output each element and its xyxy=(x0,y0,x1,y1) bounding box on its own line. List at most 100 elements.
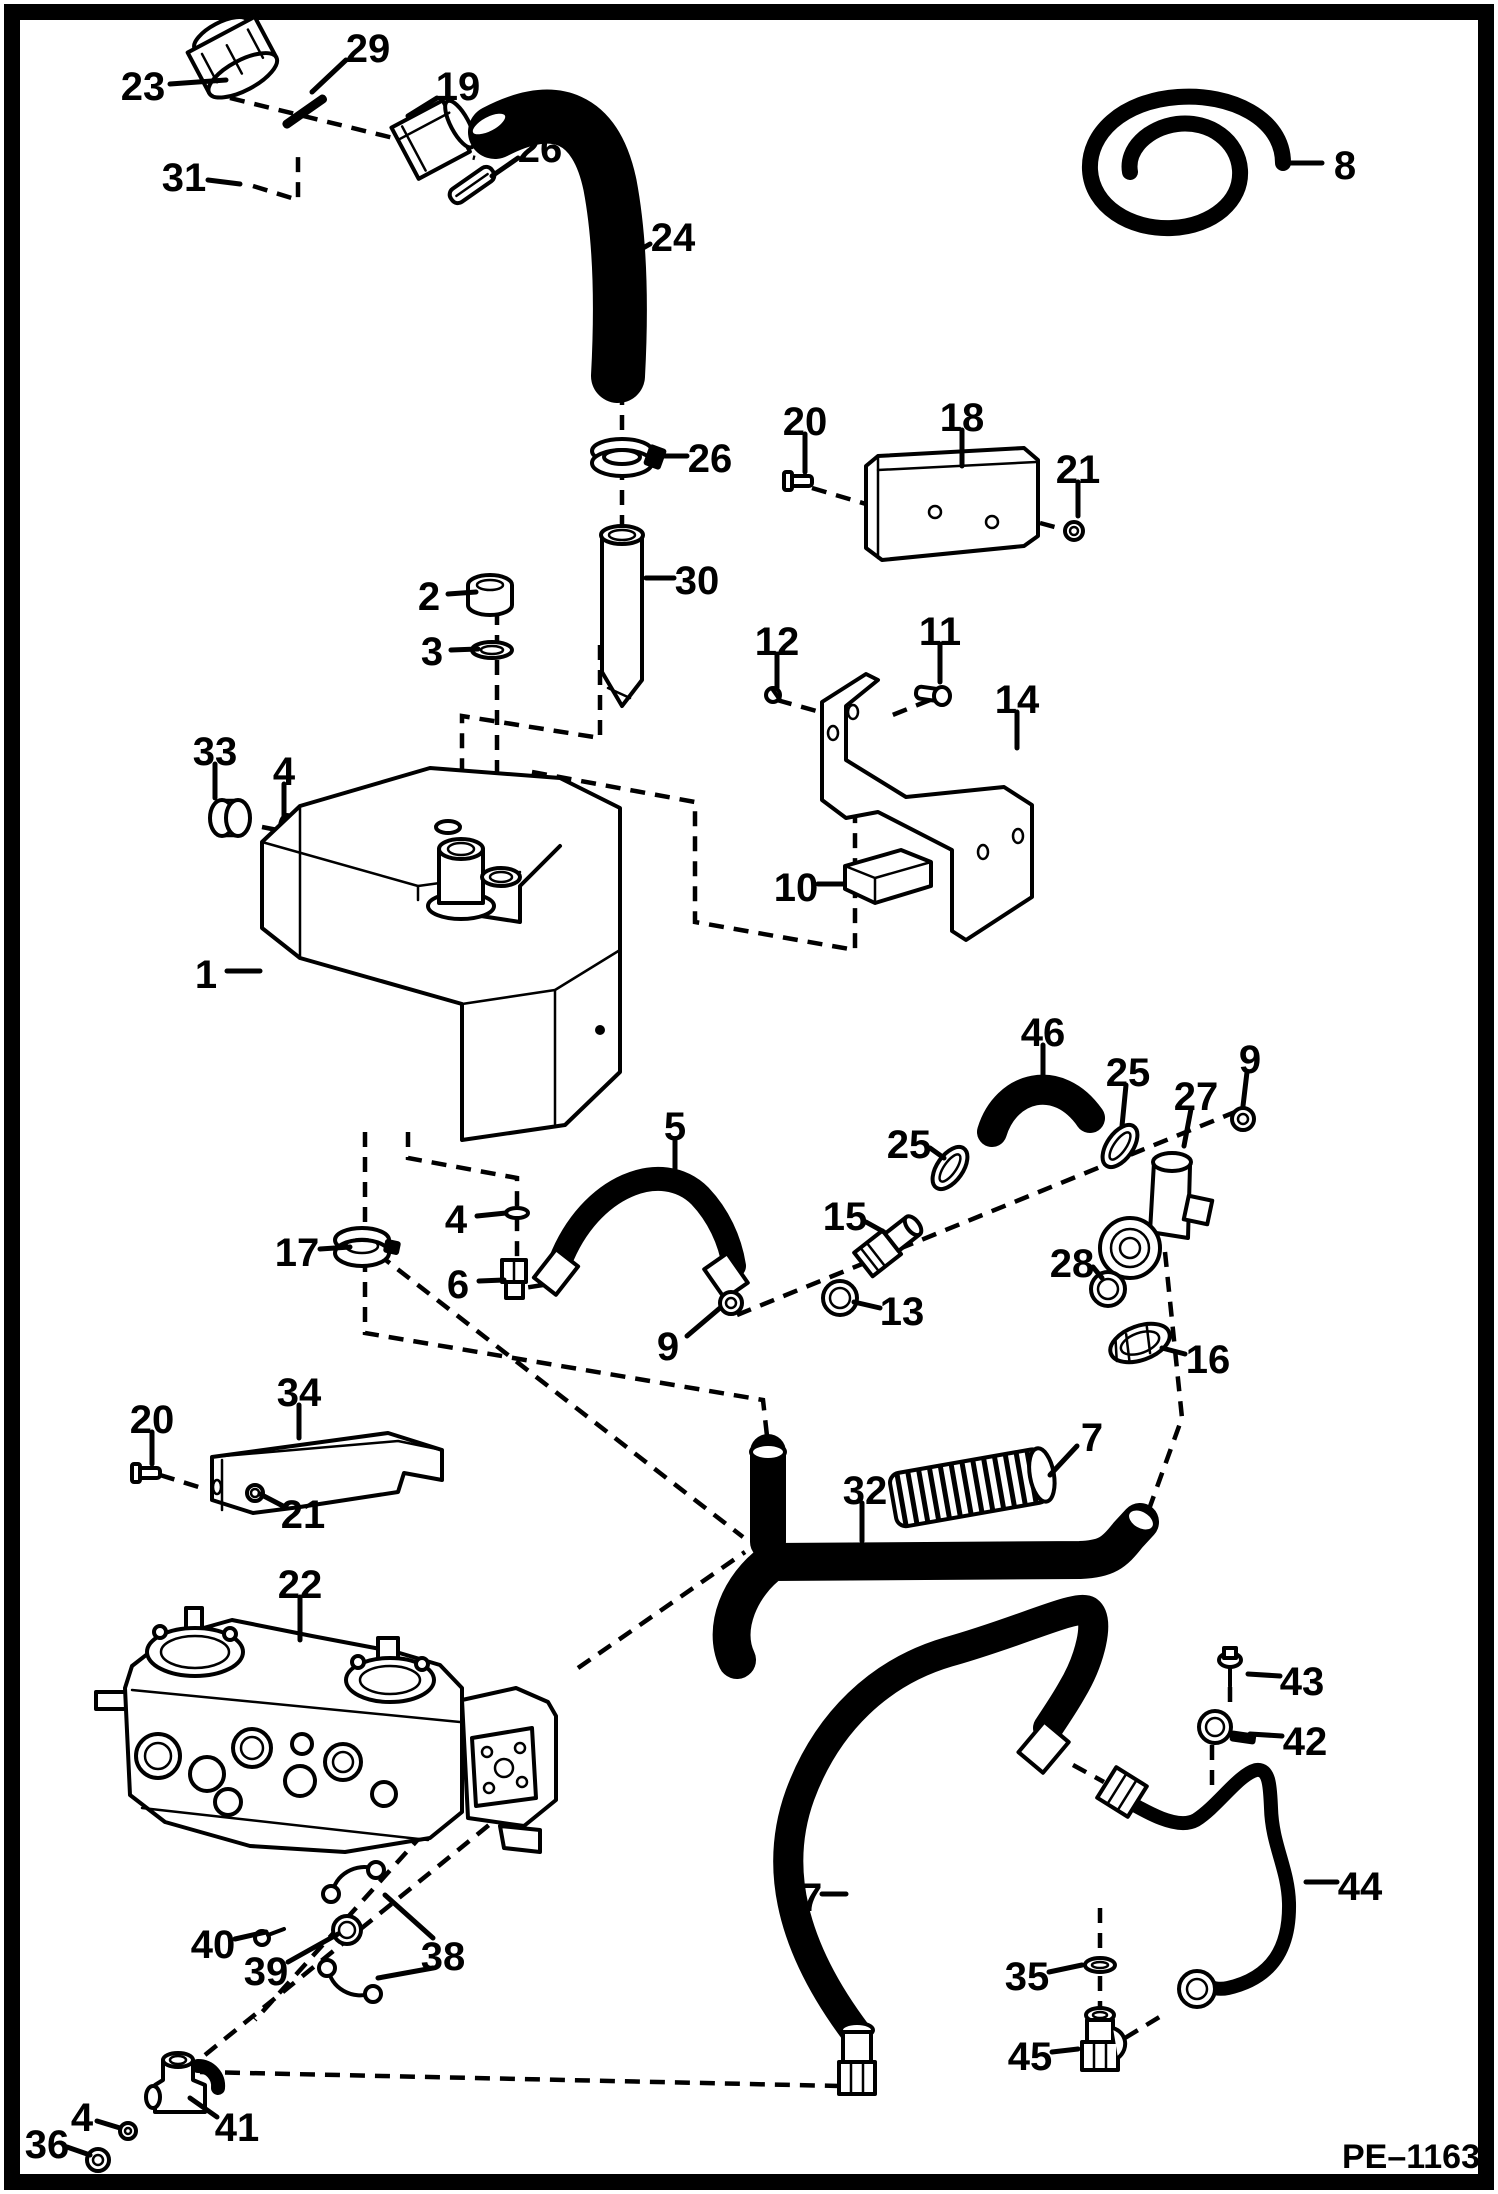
leader-line xyxy=(927,1145,947,1161)
part-label: 29 xyxy=(346,27,391,71)
part-44-tube xyxy=(1095,1763,1297,2009)
part-43-bolt xyxy=(1217,1646,1243,1688)
part-label: 5 xyxy=(664,1105,686,1149)
leader-line xyxy=(489,155,521,179)
leader-line xyxy=(476,1277,507,1284)
part-26-clamp-top xyxy=(447,164,497,206)
part-2-plug xyxy=(466,573,514,617)
part-15-fitting xyxy=(852,1214,924,1279)
part-label: 24 xyxy=(651,216,696,260)
leader-line xyxy=(448,646,481,653)
part-12-screw xyxy=(764,686,782,704)
part-19-breather xyxy=(389,98,477,181)
part-7-sleeve xyxy=(888,1446,1057,1529)
assembly-dashed-line xyxy=(531,769,858,953)
assembly-dashed-line xyxy=(159,1472,206,1492)
page-border xyxy=(4,4,1494,2190)
leader-line xyxy=(405,95,440,119)
part-label: 16 xyxy=(1186,1338,1231,1382)
part-29-pin xyxy=(282,94,328,129)
part-13-oring xyxy=(821,1279,859,1317)
part-label: 26 xyxy=(688,437,733,481)
part-10-pad xyxy=(843,848,933,905)
part-8-coiled-hose xyxy=(1081,88,1291,237)
part-24-hose xyxy=(468,89,647,403)
part-39-oring xyxy=(331,1914,363,1946)
part-label: 17 xyxy=(275,1231,320,1275)
part-37-hose xyxy=(773,1594,1109,2096)
part-25-clamp-b xyxy=(1100,1122,1140,1170)
part-23-cap xyxy=(185,14,280,100)
part-label: 37 xyxy=(778,1876,823,1920)
part-label: 4 xyxy=(273,750,296,794)
leader-line xyxy=(474,1210,509,1219)
assembly-dashed-line xyxy=(199,2069,841,2089)
part-label: 42 xyxy=(1283,1720,1328,1764)
leader-line xyxy=(609,241,653,269)
part-label: 21 xyxy=(281,1493,326,1537)
part-45-fitting xyxy=(1080,2006,1128,2072)
part-label: 35 xyxy=(1005,1955,1050,1999)
part-label: 15 xyxy=(823,1195,868,1239)
part-label: 43 xyxy=(1280,1660,1325,1704)
part-label: 39 xyxy=(244,1950,289,1994)
drawing-code: PE–1163 xyxy=(1342,2138,1480,2176)
part-22-pump xyxy=(94,1606,558,1854)
part-label: 1 xyxy=(195,953,217,997)
leader-line xyxy=(375,1965,436,1981)
assembly-dashed-line xyxy=(811,485,867,507)
leader-line xyxy=(1090,1264,1105,1281)
part-label: 30 xyxy=(675,559,720,603)
leader-line xyxy=(445,589,479,597)
leader-line xyxy=(205,177,243,187)
leader-line xyxy=(285,1931,341,1965)
assembly-dashed-line xyxy=(1123,2011,1168,2040)
part-14-bracket xyxy=(820,672,1034,942)
part-label: 3 xyxy=(421,630,443,674)
part-label: 25 xyxy=(1106,1051,1151,1095)
part-4-washer-b xyxy=(504,1206,530,1220)
part-label: 28 xyxy=(1050,1242,1095,1286)
leader-line xyxy=(684,1305,723,1339)
part-5-hose xyxy=(531,1167,750,1301)
assembly-dashed-line xyxy=(576,1550,747,1670)
part-25-clamp-a xyxy=(930,1144,970,1192)
part-20-screw-b xyxy=(130,1462,162,1484)
part-label: 9 xyxy=(1239,1038,1261,1082)
part-11-pin xyxy=(913,684,952,707)
part-38-clamp-halves xyxy=(317,1860,386,2004)
leader-line xyxy=(1245,1671,1283,1679)
part-26-clamp-mid xyxy=(590,437,667,478)
part-label: 10 xyxy=(774,866,819,910)
part-6-fitting xyxy=(500,1258,528,1300)
leader-line xyxy=(317,1244,353,1252)
leader-line xyxy=(309,57,349,95)
leader-line xyxy=(1159,1345,1188,1357)
part-label: 33 xyxy=(193,730,238,774)
part-46-hose xyxy=(977,1074,1105,1147)
leader-line xyxy=(851,1299,883,1311)
leader-line xyxy=(64,2144,93,2158)
part-42-clamp xyxy=(1197,1709,1257,1745)
part-label: 21 xyxy=(1056,448,1101,492)
assembly-dashed-line xyxy=(523,1282,544,1291)
leader-line xyxy=(187,2095,220,2120)
part-label: 8 xyxy=(1334,144,1356,188)
part-20-screw-top xyxy=(782,470,814,492)
part-label: 45 xyxy=(1008,2035,1053,2079)
part-33-grommet xyxy=(208,798,252,838)
part-label: 2 xyxy=(418,575,440,619)
part-1-tank xyxy=(260,766,622,1142)
leader-line xyxy=(1247,1731,1285,1739)
assembly-dashed-line xyxy=(459,645,603,850)
part-35-washer xyxy=(1083,1956,1117,1974)
part-label: 12 xyxy=(755,620,800,664)
part-30-tube xyxy=(599,524,645,708)
part-label: 19 xyxy=(436,65,481,109)
part-36-nut xyxy=(85,2147,111,2173)
part-label: 6 xyxy=(447,1263,469,1307)
leader-line xyxy=(167,77,229,87)
leader-line xyxy=(232,1929,269,1942)
leader-line xyxy=(1049,2046,1081,2055)
